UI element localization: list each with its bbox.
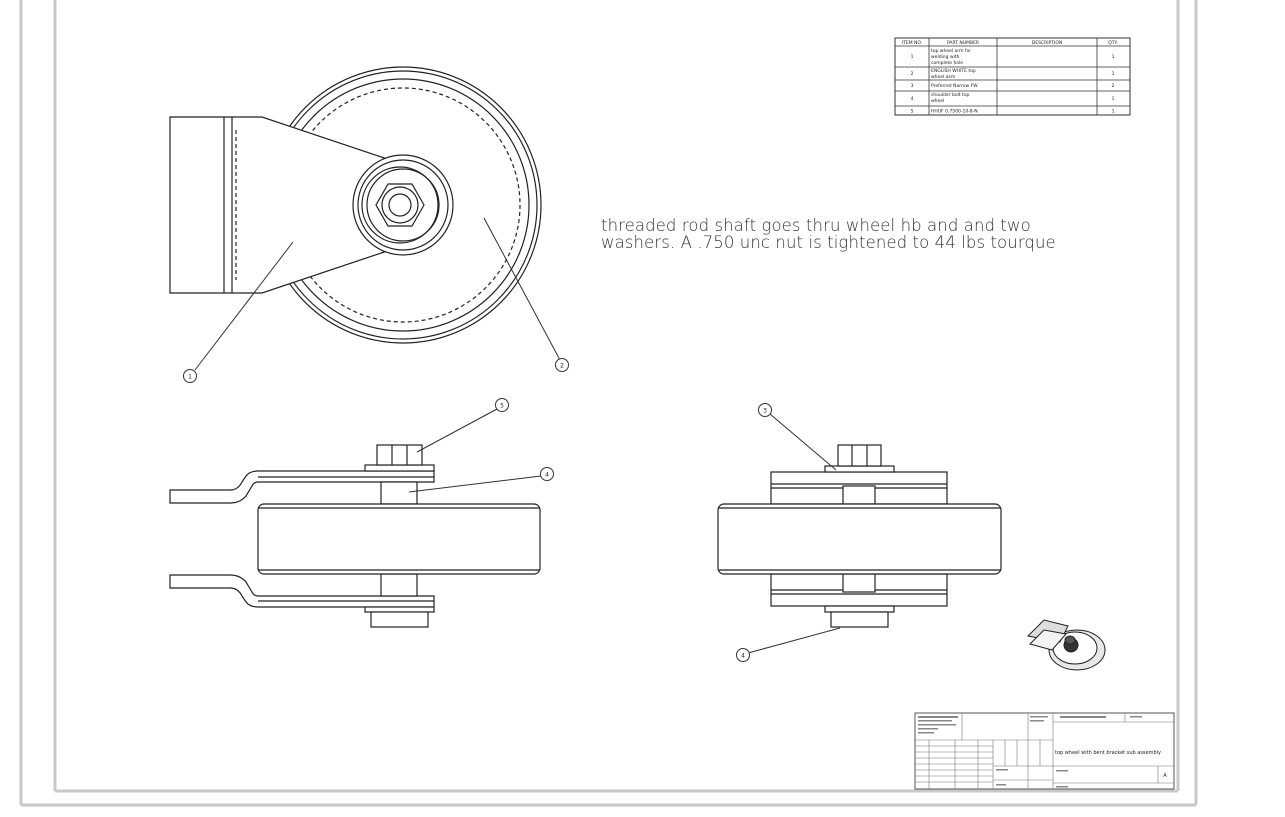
balloon-2: 2 <box>555 358 569 372</box>
sheet-size: A <box>1163 773 1167 779</box>
bom-header-desc: DESCRIPTION <box>1032 40 1062 46</box>
balloon-4-right: 4 <box>736 648 750 662</box>
leader-lines-left <box>408 408 542 493</box>
bom-cell: HHUF 0.7500-10-8-N <box>931 109 978 115</box>
bom-cell: welding with <box>931 54 960 60</box>
balloon-5: 5 <box>495 398 509 412</box>
leader-lines-top <box>194 217 561 371</box>
leader-lines-right <box>747 413 841 654</box>
side-view-right <box>717 444 1002 628</box>
svg-text:1: 1 <box>188 374 192 381</box>
title-block: top wheel with bent bracket sub assembly… <box>914 712 1175 790</box>
side-view-left <box>169 444 541 628</box>
svg-text:5: 5 <box>500 403 504 410</box>
sheet-border <box>19 0 1198 807</box>
svg-text:4: 4 <box>545 472 549 479</box>
balloons: 1 2 5 4 3 4 <box>183 358 772 662</box>
bom-cell: complete hole <box>931 60 963 66</box>
bom-cell: 1 <box>1112 109 1115 115</box>
balloon-3: 3 <box>758 403 772 417</box>
svg-text:4: 4 <box>741 653 745 660</box>
bom-table: ITEM NO. PART NUMBER DESCRIPTION QTY. 1 … <box>894 37 1131 116</box>
bom-header-qty: QTY. <box>1108 40 1118 46</box>
balloon-1-top: 1 <box>183 369 197 383</box>
note-line-1: threaded rod shaft goes thru wheel hb an… <box>601 216 1031 235</box>
drawing-title: top wheel with bent bracket sub assembly <box>1055 750 1161 756</box>
assembly-note: threaded rod shaft goes thru wheel hb an… <box>601 217 1121 251</box>
svg-text:3: 3 <box>763 408 767 415</box>
bom-cell: 5 <box>911 109 914 115</box>
bom-cell: top wheel arm for <box>931 48 971 54</box>
bom-cell: 1 <box>1112 96 1115 102</box>
bom-cell: 3 <box>911 83 914 89</box>
front-view-wheel <box>169 66 542 344</box>
bom-cell: 2 <box>911 71 914 77</box>
bom-cell: 2 <box>1112 83 1115 89</box>
bom-cell: wheel asm <box>931 74 955 80</box>
bom-cell: wheel <box>931 98 944 104</box>
bom-header-part: PART NUMBER <box>947 40 979 46</box>
bom-cell: ENGLISH WHITE top <box>931 68 976 74</box>
bom-cell: 1 <box>1112 71 1115 77</box>
bom-cell: 1 <box>1112 54 1115 60</box>
bom-cell: 4 <box>911 96 914 102</box>
bom-cell: Preferred Narrow FW <box>931 83 978 89</box>
bom-header-item: ITEM NO. <box>902 40 922 46</box>
bom-cell: 1 <box>911 54 914 60</box>
balloon-4: 4 <box>540 467 554 481</box>
svg-text:2: 2 <box>560 363 564 370</box>
note-line-2: washers. A .750 unc nut is tightened to … <box>601 233 1056 252</box>
isometric-view <box>1026 619 1106 671</box>
bom-cell: shoulder bolt top <box>931 92 970 98</box>
